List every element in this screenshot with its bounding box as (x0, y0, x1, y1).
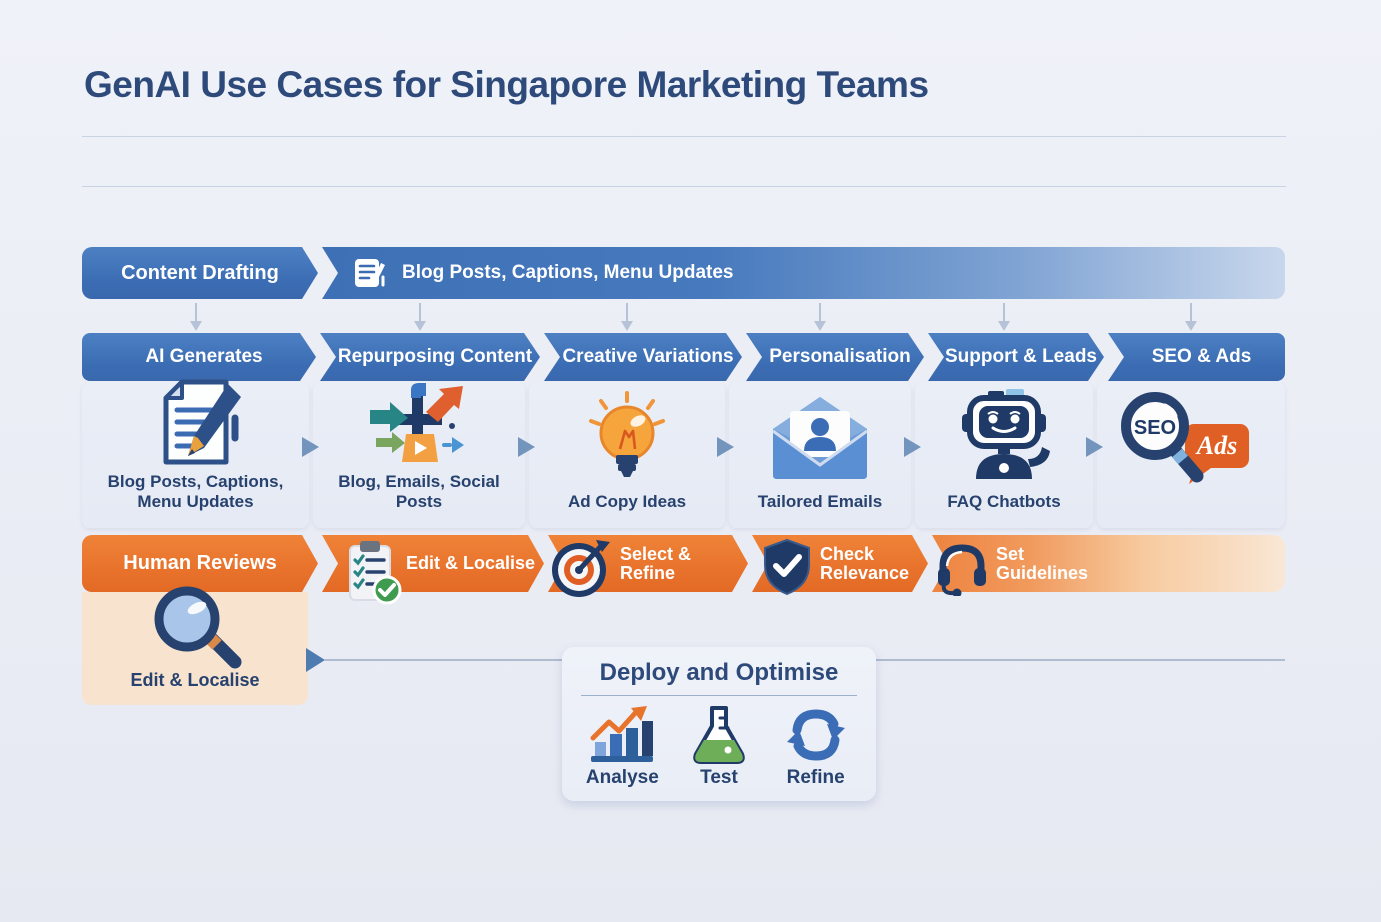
card-label: Blog, Emails, Social Posts (338, 471, 500, 511)
document-pencil-icon (82, 376, 309, 472)
header-seo-ads: SEO & Ads (1108, 333, 1285, 381)
review-card: Edit & Localise (82, 586, 308, 705)
right-arrow-icon (302, 437, 319, 457)
shield-check-icon (760, 537, 814, 597)
deploy-title: Deploy and Optimise (599, 659, 839, 686)
header-personalisation: Personalisation (746, 333, 924, 381)
human-reviews-step-set (932, 535, 1285, 592)
magnifier-icon (137, 586, 253, 670)
deploy-item-label: Test (700, 767, 738, 788)
ads-text: Ads (1195, 431, 1237, 460)
header-label: Repurposing Content (337, 346, 533, 367)
deploy-item-refine: Refine (767, 702, 864, 793)
header-repurposing-content: Repurposing Content (320, 333, 540, 381)
header-ai-generates: AI Generates (82, 333, 316, 381)
content-drafting-banner: Content Drafting (82, 247, 318, 299)
header-label: Creative Variations (562, 346, 734, 367)
divider (82, 136, 1286, 137)
deploy-item-label: Refine (786, 767, 845, 788)
header-label: Support & Leads (944, 346, 1097, 367)
card-repurposing: Blog, Emails, Social Posts (313, 382, 525, 528)
card-label: Blog Posts, Captions, Menu Updates (107, 471, 284, 511)
refresh-icon (785, 702, 847, 767)
content-drafting-detail: Blog Posts, Captions, Menu Updates (402, 262, 734, 283)
card-ai-generates: Blog Posts, Captions, Menu Updates (82, 379, 309, 528)
card-personalisation: Tailored Emails (729, 382, 911, 528)
divider (581, 695, 857, 696)
header-label: AI Generates (145, 346, 263, 367)
down-arrow-icon (1185, 303, 1197, 331)
step-label: Set Guidelines (996, 543, 1089, 583)
step-label: Select & Refine (620, 543, 692, 583)
headset-icon (934, 540, 990, 596)
bar-chart-icon (585, 702, 659, 767)
lightbulb-icon (529, 382, 725, 492)
down-arrow-icon (814, 303, 826, 331)
right-arrow-icon (518, 437, 535, 457)
divider (82, 186, 1286, 187)
right-arrow-icon (904, 437, 921, 457)
header-creative-variations: Creative Variations (544, 333, 742, 381)
human-reviews-label: Human Reviews (123, 552, 277, 574)
card-seo-ads: Ads SEO (1097, 382, 1285, 528)
header-support-leads: Support & Leads (928, 333, 1104, 381)
deploy-items: Analyse Test (562, 696, 876, 801)
robot-icon (915, 382, 1093, 492)
down-arrow-icon (414, 303, 426, 331)
right-arrow-icon (1086, 437, 1103, 457)
header-label: SEO & Ads (1151, 346, 1252, 367)
down-arrow-icon (190, 303, 202, 331)
step-label: Check Relevance (820, 543, 910, 583)
repurpose-arrows-icon (313, 380, 525, 472)
flask-icon (690, 702, 748, 767)
document-pencil-icon (352, 255, 388, 291)
deploy-item-analyse: Analyse (574, 702, 671, 793)
human-reviews-banner: Human Reviews (82, 535, 318, 592)
card-creative-variations: Ad Copy Ideas (529, 382, 725, 528)
page-title: GenAI Use Cases for Singapore Marketing … (84, 64, 929, 105)
card-label: FAQ Chatbots (947, 491, 1061, 511)
header-label: Personalisation (769, 346, 911, 367)
clipboard-check-icon (344, 540, 402, 606)
review-card-label: Edit & Localise (130, 670, 260, 690)
right-arrow-icon (306, 648, 325, 672)
deploy-item-test: Test (671, 702, 768, 793)
deploy-box: Deploy and Optimise Analyse (562, 647, 876, 801)
step-label: Edit & Localise (406, 553, 536, 574)
seo-text: SEO (1134, 417, 1176, 439)
target-icon (550, 536, 612, 600)
card-support-leads: FAQ Chatbots (915, 382, 1093, 528)
down-arrow-icon (621, 303, 633, 331)
right-arrow-icon (717, 437, 734, 457)
content-drafting-label: Content Drafting (121, 261, 279, 284)
down-arrow-icon (998, 303, 1010, 331)
card-label: Ad Copy Ideas (567, 491, 687, 511)
content-drafting-detail-banner: Blog Posts, Captions, Menu Updates (322, 247, 1285, 299)
seo-ads-icon: Ads SEO (1097, 382, 1285, 512)
deploy-item-label: Analyse (585, 767, 659, 788)
card-label: Tailored Emails (757, 491, 883, 511)
envelope-person-icon (729, 382, 911, 492)
